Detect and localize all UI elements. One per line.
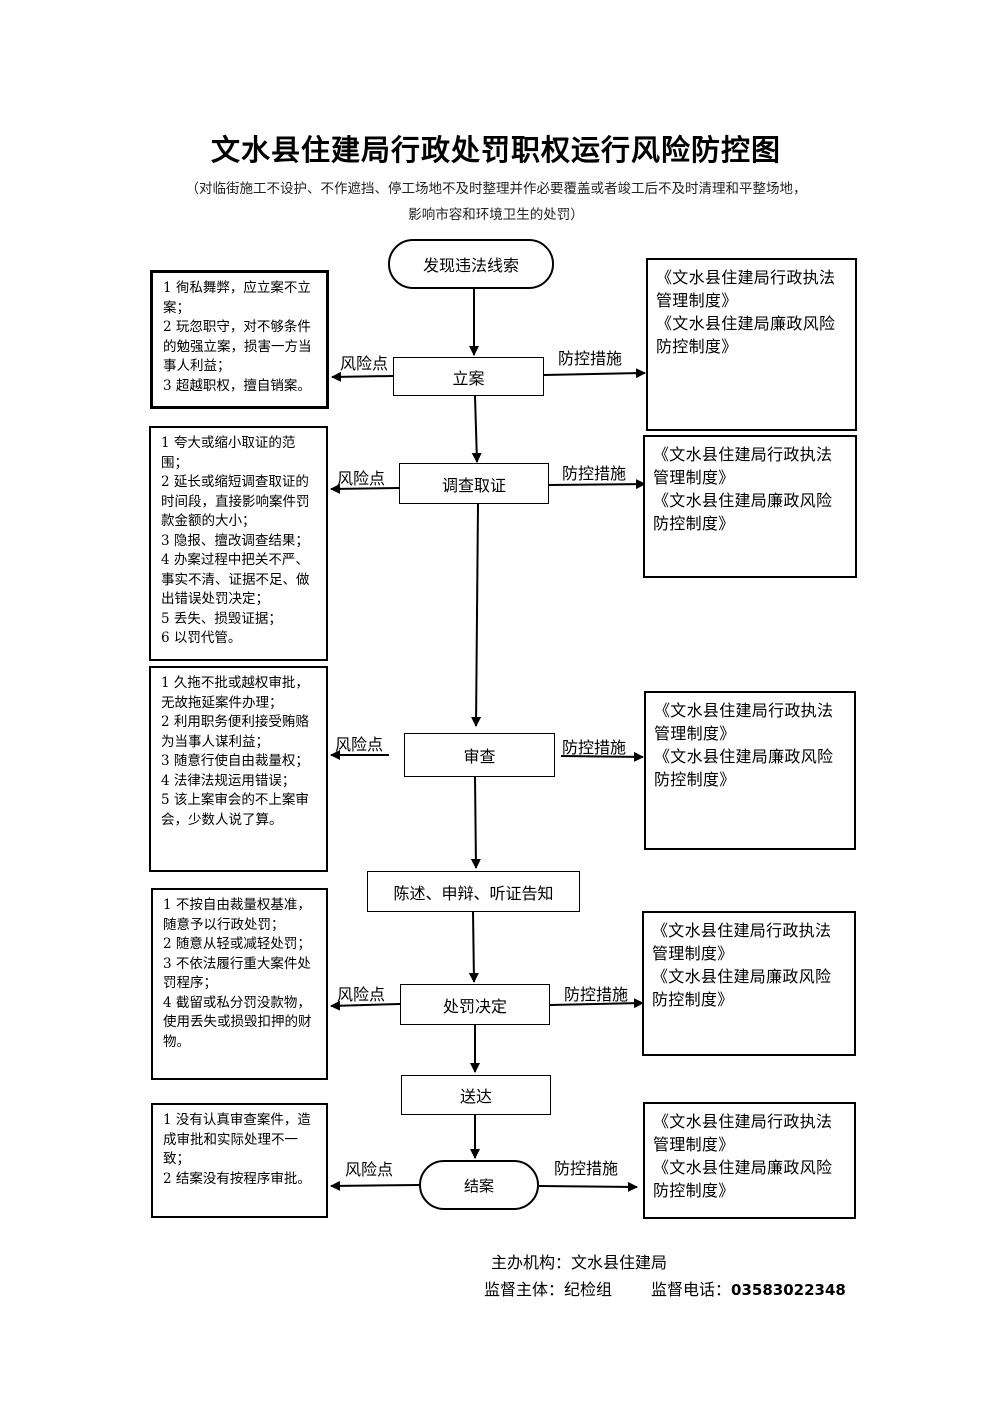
subtitle-line-2: 影响市容和环境卫生的处罚） xyxy=(408,207,584,223)
arrow-filing-control xyxy=(543,368,646,379)
measure-item: 《文水县住建局廉政风险防控制度》 xyxy=(653,491,833,533)
risk-label-review: 风险点 xyxy=(335,735,384,754)
arrow-decision-control xyxy=(549,998,644,1009)
risk-item: 4 办案过程中把关不严、事实不清、证据不足、做出错误处罚决定； xyxy=(161,552,310,607)
risk-item: 3 随意行使自由裁量权； xyxy=(161,753,309,769)
risk-item: 2 随意从轻或减轻处罚； xyxy=(163,936,311,952)
risk-label-close: 风险点 xyxy=(345,1160,394,1179)
risk-box-filing: 1 徇私舞弊，应立案不立案； 2 玩忽职守，对不够条件的勉强立案，损害一方当事人… xyxy=(150,270,329,409)
risk-box-investigation: 1 夸大或缩小取证的范围； 2 延长或缩短调查取证的时间段，直接影响案件罚款金额… xyxy=(149,426,328,661)
step-review: 审查 xyxy=(404,733,555,777)
measure-box-review: 《文水县住建局行政执法管理制度》 《文水县住建局廉政风险防控制度》 xyxy=(644,691,856,850)
measure-item: 《文水县住建局廉政风险防控制度》 xyxy=(652,967,832,1009)
risk-item: 3 不依法履行重大案件处罚程序； xyxy=(163,955,311,992)
measure-item: 《文水县住建局行政执法管理制度》 xyxy=(654,701,834,743)
risk-item: 4 法律法规运用错误； xyxy=(161,772,296,789)
measure-item: 《文水县住建局行政执法管理制度》 xyxy=(652,921,832,963)
measure-item: 《文水县住建局行政执法管理制度》 xyxy=(653,445,833,487)
risk-item: 1 徇私舞弊，应立案不立案； xyxy=(163,280,311,316)
risk-box-close: 1 没有认真审查案件，造成审批和实际处理不一致； 2 结案没有按程序审批。 xyxy=(151,1103,328,1218)
step-filing: 立案 xyxy=(393,357,544,396)
risk-box-decision: 1 不按自由裁量权基准，随意予以行政处罚； 2 随意从轻或减轻处罚； 3 不依法… xyxy=(151,888,328,1080)
step-decision: 处罚决定 xyxy=(400,984,550,1025)
measure-item: 《文水县住建局廉政风险防控制度》 xyxy=(653,1158,833,1200)
measure-item: 《文水县住建局行政执法管理制度》 xyxy=(656,268,836,310)
step-start: 发现违法线索 xyxy=(388,239,554,289)
control-label-close: 防控措施 xyxy=(554,1159,619,1178)
arrow-review-to-notice xyxy=(470,776,481,869)
arrow-investigation-control xyxy=(548,479,646,490)
risk-item: 1 不按自由裁量权基准，随意予以行政处罚； xyxy=(163,897,311,933)
arrow-filing-to-investigation xyxy=(471,395,482,463)
measure-box-close: 《文水县住建局行政执法管理制度》 《文水县住建局廉政风险防控制度》 xyxy=(643,1102,856,1219)
risk-item: 2 玩忽职守，对不够条件的勉强立案，损害一方当事人利益； xyxy=(163,319,312,374)
subtitle-line-1: （对临街施工不设护、不作遮挡、停工场地不及时整理并作必要覆盖或者竣工后不及时清理… xyxy=(185,181,807,197)
risk-item: 3 超越职权，擅自销案。 xyxy=(163,377,311,394)
footer-supervisor: 监督主体：纪检组 xyxy=(484,1280,613,1299)
page-title: 文水县住建局行政处罚职权运行风险防控图 xyxy=(210,133,781,167)
arrow-investigation-to-review xyxy=(471,503,482,727)
arrow-decision-risk xyxy=(330,1000,401,1011)
control-label-review: 防控措施 xyxy=(562,738,627,757)
control-label-filing: 防控措施 xyxy=(558,349,623,368)
control-label-investigation: 防控措施 xyxy=(562,464,627,483)
arrow-notice-to-decision xyxy=(468,911,479,983)
measure-box-decision: 《文水县住建局行政执法管理制度》 《文水县住建局廉政风险防控制度》 xyxy=(642,911,856,1056)
risk-item: 6 以罚代管。 xyxy=(161,630,242,646)
control-label-decision: 防控措施 xyxy=(564,985,629,1004)
risk-item: 1 久拖不批或越权审批，无故拖延案件办理； xyxy=(161,675,309,711)
risk-item: 4 截留或私分罚没款物，使用丢失或损毁扣押的财物。 xyxy=(163,994,312,1050)
risk-item: 2 结案没有按程序审批。 xyxy=(163,1170,311,1187)
risk-item: 1 夸大或缩小取证的范围； xyxy=(161,435,296,471)
footer-phone: 03583022348 xyxy=(731,1281,846,1299)
risk-item: 2 利用职务便利接受贿赂为当事人谋利益； xyxy=(161,714,309,750)
footer-phone-row: 监督电话：03583022348 xyxy=(651,1276,846,1300)
arrow-close-control xyxy=(538,1181,638,1192)
footer-host: 主办机构：文水县住建局 xyxy=(491,1253,668,1272)
risk-item: 5 丢失、损毁证据； xyxy=(161,610,282,627)
measure-item: 《文水县住建局廉政风险防控制度》 xyxy=(654,747,834,789)
measure-item: 《文水县住建局廉政风险防控制度》 xyxy=(656,314,836,356)
step-delivery: 送达 xyxy=(401,1075,551,1115)
measure-box-filing: 《文水县住建局行政执法管理制度》 《文水县住建局廉政风险防控制度》 xyxy=(646,258,857,431)
step-notice: 陈述、申辩、听证告知 xyxy=(367,871,580,912)
footer-phone-label: 监督电话： xyxy=(651,1280,732,1299)
arrow-review-control xyxy=(560,751,644,762)
risk-item: 5 该上案审会的不上案审会，少数人说了算。 xyxy=(161,792,309,828)
risk-item: 1 没有认真审查案件，造成审批和实际处理不一致； xyxy=(163,1112,311,1167)
risk-label-decision: 风险点 xyxy=(337,985,386,1004)
risk-item: 2 延长或缩短调查取证的时间段，直接影响案件罚款金额的大小； xyxy=(161,474,310,529)
measure-box-investigation: 《文水县住建局行政执法管理制度》 《文水县住建局廉政风险防控制度》 xyxy=(643,435,857,578)
arrow-close-risk xyxy=(330,1180,420,1191)
step-investigation: 调查取证 xyxy=(399,463,549,504)
risk-label-investigation: 风险点 xyxy=(337,469,386,488)
risk-label-filing: 风险点 xyxy=(340,354,389,373)
measure-item: 《文水县住建局行政执法管理制度》 xyxy=(653,1112,833,1154)
risk-box-review: 1 久拖不批或越权审批，无故拖延案件办理； 2 利用职务便利接受贿赂为当事人谋利… xyxy=(149,666,328,872)
arrow-investigation-risk xyxy=(330,483,400,494)
arrow-filing-risk xyxy=(331,371,394,382)
step-close: 结案 xyxy=(419,1160,539,1210)
risk-item: 3 隐报、擅改调查结果； xyxy=(161,532,309,549)
